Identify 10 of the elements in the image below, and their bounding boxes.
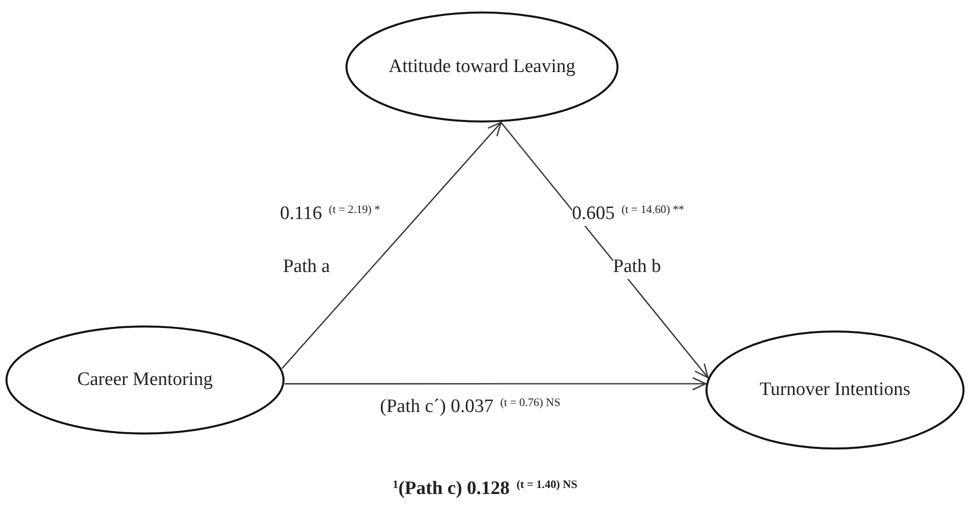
caption: $^{1}$(Path c) 0.128 $^{(t = 1.40) NS}$	[392, 478, 578, 501]
construct-label: Career Mentoring	[77, 368, 213, 392]
construct-label: Turnover Intentions	[760, 378, 910, 402]
edge-label: (Path c´) 0.037 $^{(t = 0.76) NS}$	[380, 396, 560, 419]
arrow	[284, 377, 706, 390]
arrow	[281, 122, 502, 369]
construct-label: Attitude toward Leaving	[388, 54, 576, 79]
arrow	[500, 122, 708, 378]
path-label: Path b	[613, 256, 662, 279]
edge-label: 0.605 $^{(t = 14.60) **}$	[572, 203, 684, 226]
